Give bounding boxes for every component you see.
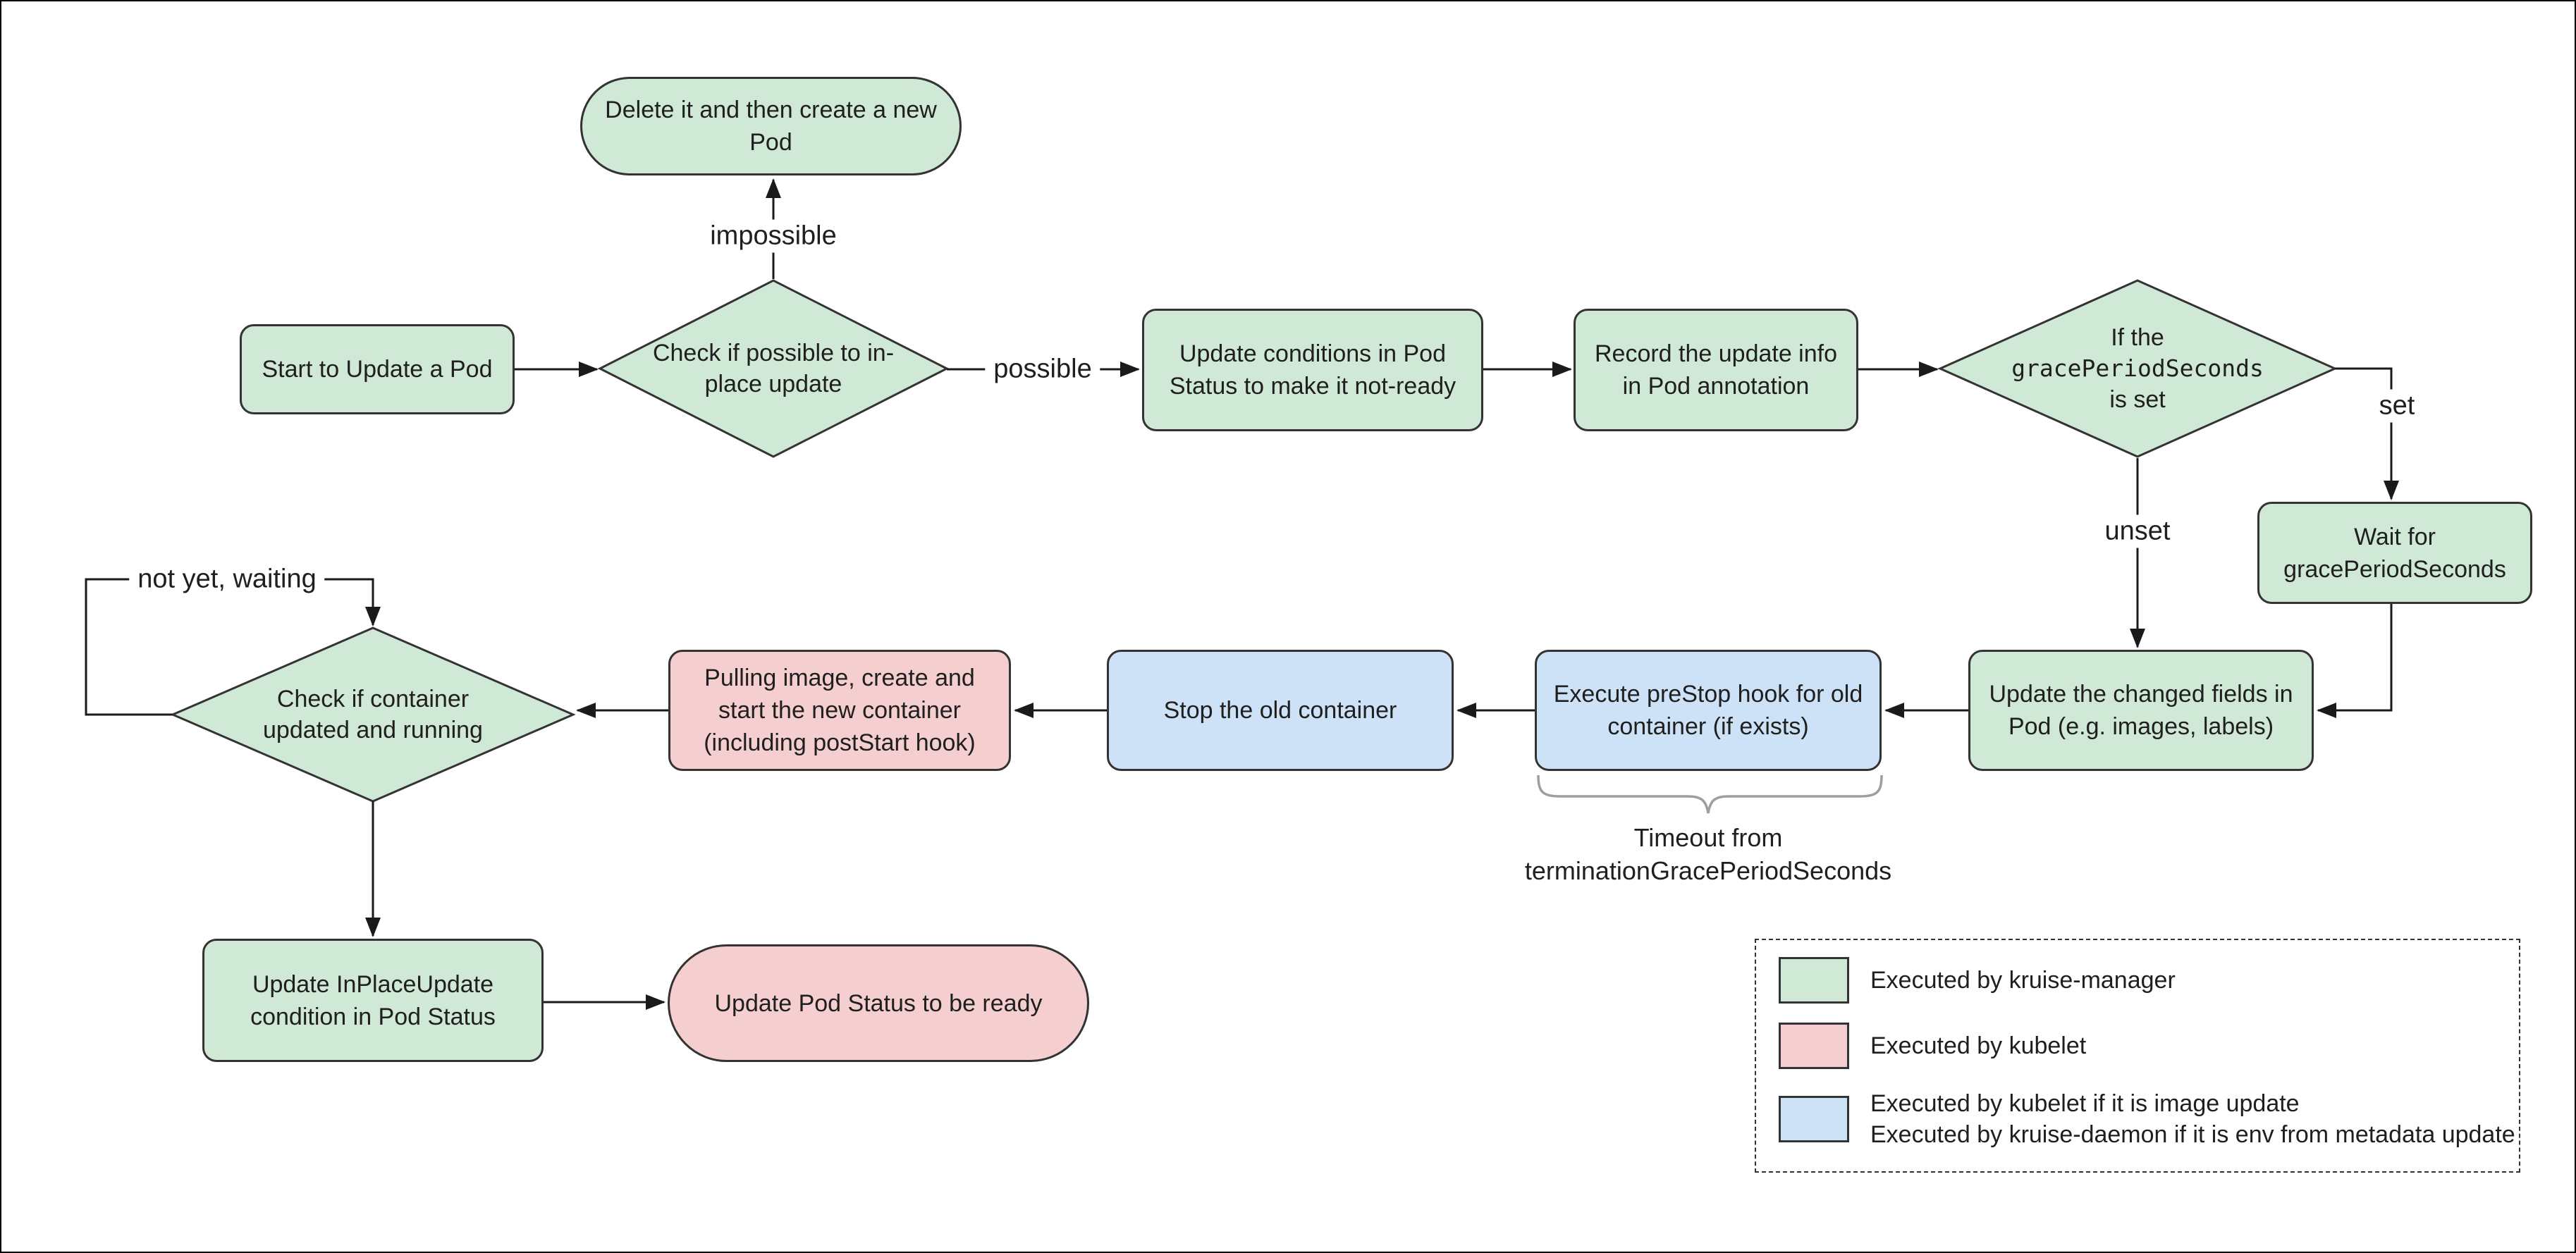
edge-set-to-wait [2335, 367, 2399, 500]
grace-check-line2: gracePeriodSeconds [2011, 354, 2264, 382]
node-delete-recreate-label: Delete it and then create a new Pod [605, 97, 937, 156]
edge-label-possible: possible [985, 352, 1100, 386]
legend-swatch-pink [1779, 1023, 1849, 1069]
node-grace-check-label: If the gracePeriodSeconds is set [1968, 322, 2307, 415]
edge-not-yet-loop [85, 578, 381, 716]
node-check-running-text: Check if container updated and running [263, 686, 483, 743]
node-update-fields-label: Update the changed fields in Pod (e.g. i… [1989, 681, 2293, 740]
node-start-label: Start to Update a Pod [262, 356, 493, 383]
edge-label-impossible: impossible [701, 219, 845, 253]
node-check-inplace-text: Check if possible to in-place update [652, 340, 895, 397]
edge-label-set: set [2370, 389, 2424, 423]
legend-text-env-update: Executed by kruise-daemon if it is env f… [1870, 1121, 2515, 1148]
node-update-conditions-label: Update conditions in Pod Status to make … [1169, 340, 1456, 400]
node-stop-old-label: Stop the old container [1163, 697, 1397, 724]
node-record-info-label: Record the update info in Pod annotation [1594, 340, 1838, 400]
node-check-running-label: Check if container updated and running [246, 684, 500, 746]
legend-item-kubelet-or-kruise-daemon: Executed by kubelet if it is image updat… [1779, 1088, 2519, 1150]
grace-check-line3: is set [2109, 386, 2166, 413]
node-update-fields: Update the changed fields in Pod (e.g. i… [1968, 650, 2314, 771]
node-check-inplace-label: Check if possible to in-place update [639, 338, 907, 400]
legend-swatch-green [1779, 957, 1849, 1004]
node-pod-ready: Update Pod Status to be ready [668, 944, 1089, 1062]
node-start: Start to Update a Pod [240, 324, 515, 414]
node-pod-ready-label: Update Pod Status to be ready [714, 989, 1043, 1017]
timeout-brace [1537, 774, 1883, 814]
node-wait-grace-label: Wait for gracePeriodSeconds [2283, 523, 2506, 583]
node-update-conditions: Update conditions in Pod Status to make … [1142, 309, 1483, 431]
edge-label-not-yet-waiting: not yet, waiting [129, 562, 325, 596]
node-delete-recreate: Delete it and then create a new Pod [580, 77, 962, 175]
grace-check-line1: If the [2111, 324, 2164, 351]
node-stop-old: Stop the old container [1107, 650, 1454, 771]
legend-item-kubelet: Executed by kubelet [1779, 1023, 2519, 1069]
timeout-annotation: Timeout from terminationGracePeriodSecon… [1525, 821, 1891, 887]
node-prestop-label: Execute preStop hook for old container (… [1553, 681, 1863, 740]
timeout-annotation-line1: Timeout from [1633, 823, 1783, 852]
legend-text-kubelet: Executed by kubelet [1870, 1032, 2087, 1059]
node-pulling-label: Pulling image, create and start the new … [704, 665, 976, 756]
node-prestop: Execute preStop hook for old container (… [1535, 650, 1882, 771]
edge-wait-to-update-fields [2317, 604, 2393, 718]
node-pulling: Pulling image, create and start the new … [668, 650, 1011, 771]
legend-text-kruise-manager: Executed by kruise-manager [1870, 967, 2176, 994]
edge-label-unset: unset [2096, 514, 2179, 548]
node-inplace-condition-label: Update InPlaceUpdate condition in Pod St… [250, 970, 496, 1030]
node-record-info: Record the update info in Pod annotation [1574, 309, 1858, 431]
node-check-running-shape [170, 626, 576, 803]
legend-item-kruise-manager: Executed by kruise-manager [1779, 957, 2519, 1004]
legend-text-image-update: Executed by kubelet if it is image updat… [1870, 1090, 2300, 1117]
timeout-annotation-line2: terminationGracePeriodSeconds [1524, 856, 1892, 885]
node-inplace-condition: Update InPlaceUpdate condition in Pod St… [202, 939, 544, 1062]
legend-swatch-blue [1779, 1096, 1849, 1142]
node-wait-grace: Wait for gracePeriodSeconds [2257, 502, 2532, 604]
legend: Executed by kruise-manager Executed by k… [1755, 939, 2520, 1173]
